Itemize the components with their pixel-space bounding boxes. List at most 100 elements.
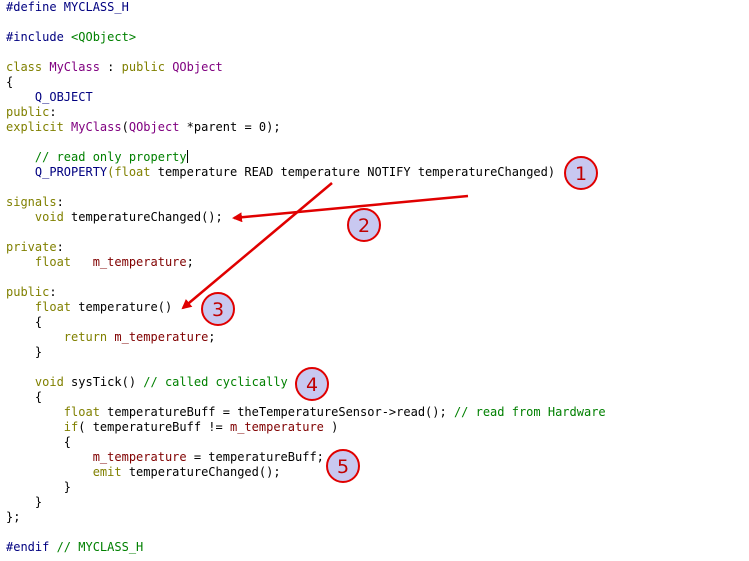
code-token: // read only property — [6, 150, 187, 164]
code-line[interactable]: { — [6, 315, 42, 330]
code-line[interactable]: { — [6, 75, 13, 90]
code-token: { — [6, 390, 43, 404]
code-line[interactable]: // read only property — [6, 150, 188, 165]
code-line[interactable]: void sysTick() // called cyclically — [6, 375, 288, 390]
code-token: MyClass — [49, 60, 100, 74]
code-line[interactable]: { — [6, 435, 71, 450]
code-token: temperatureChanged(); — [71, 210, 223, 224]
code-line[interactable]: signals: — [6, 195, 64, 210]
callout-2-label: 2 — [358, 215, 370, 237]
callout-3-label: 3 — [212, 299, 224, 321]
code-token: float — [6, 300, 79, 314]
code-line[interactable]: emit temperatureChanged(); — [6, 465, 281, 480]
code-token: }; — [6, 510, 21, 524]
code-token: private — [6, 240, 57, 254]
callout-2: 2 — [347, 208, 381, 242]
code-line[interactable]: return m_temperature; — [6, 330, 216, 345]
callout-1: 1 — [564, 156, 598, 190]
callout-5: 5 — [326, 449, 360, 483]
code-line[interactable]: m_temperature = temperatureBuff; — [6, 450, 324, 465]
code-line[interactable]: if( temperatureBuff != m_temperature ) — [6, 420, 339, 435]
code-token: { — [6, 315, 43, 329]
code-token: #define MYCLASS_H — [6, 0, 129, 14]
code-token: if — [6, 420, 79, 434]
code-line[interactable]: float m_temperature; — [6, 255, 194, 270]
code-token: temperature READ temperature NOTIFY temp… — [157, 165, 556, 179]
code-token: (float — [107, 165, 158, 179]
code-token: = temperatureBuff; — [186, 450, 324, 464]
code-line[interactable]: } — [6, 480, 71, 495]
code-token: : — [56, 240, 64, 254]
code-token: { — [6, 435, 72, 449]
code-line[interactable]: float temperature() — [6, 300, 172, 315]
code-token: } — [6, 480, 72, 494]
code-token: class — [6, 60, 50, 74]
code-token: Q_PROPERTY — [6, 165, 108, 179]
code-line[interactable]: class MyClass : public QObject — [6, 60, 223, 75]
code-token: : — [99, 60, 122, 74]
arrow-to-signal — [232, 194, 469, 223]
code-token: m_temperature — [92, 450, 187, 464]
code-line[interactable]: #include <QObject> — [6, 30, 136, 45]
code-line[interactable]: #define MYCLASS_H — [6, 0, 129, 15]
code-token: QObject — [172, 60, 223, 74]
code-token: temperatureBuff = theTemperatureSensor->… — [107, 405, 454, 419]
code-token: temperature() — [78, 300, 173, 314]
code-line[interactable]: void temperatureChanged(); — [6, 210, 223, 225]
code-token: public — [6, 105, 50, 119]
code-token: public — [6, 285, 50, 299]
code-line[interactable]: explicit MyClass(QObject *parent = 0); — [6, 120, 281, 135]
code-token: float — [6, 255, 93, 269]
code-line[interactable]: public: — [6, 285, 57, 300]
callout-3: 3 — [201, 292, 235, 326]
code-token: QObject — [128, 120, 180, 134]
code-token: MyClass — [71, 120, 122, 134]
code-token: ; — [186, 255, 194, 269]
arrow-to-getter — [181, 182, 333, 310]
code-token: #include — [6, 30, 72, 44]
code-token: void — [6, 375, 72, 389]
code-token: m_temperature — [114, 330, 209, 344]
callout-4: 4 — [295, 367, 329, 401]
code-line[interactable]: private: — [6, 240, 64, 255]
code-token: #endif — [6, 540, 57, 554]
code-token: m_temperature — [92, 255, 187, 269]
code-token: m_temperature — [229, 420, 324, 434]
code-token: sysTick() — [71, 375, 144, 389]
code-token: temperatureChanged(); — [128, 465, 281, 479]
code-token: *parent = 0); — [179, 120, 281, 134]
code-line[interactable]: }; — [6, 510, 20, 525]
code-token: // read from Hardware — [453, 405, 606, 419]
code-token: ( temperatureBuff != — [78, 420, 230, 434]
code-token: void — [6, 210, 72, 224]
code-token: ) — [323, 420, 339, 434]
code-token: explicit — [6, 120, 72, 134]
code-line[interactable]: { — [6, 390, 42, 405]
code-token: } — [6, 495, 43, 509]
code-token: : — [56, 195, 64, 209]
code-token: signals — [6, 195, 57, 209]
callout-5-label: 5 — [337, 456, 349, 478]
code-token: // called cyclically — [143, 375, 288, 389]
code-line[interactable]: #endif // MYCLASS_H — [6, 540, 143, 555]
code-line[interactable]: } — [6, 345, 42, 360]
code-token: { — [6, 75, 14, 89]
code-token: return — [6, 330, 115, 344]
code-token: float — [6, 405, 108, 419]
code-line[interactable]: public: — [6, 105, 57, 120]
callout-1-label: 1 — [575, 163, 587, 185]
code-token: <QObject> — [71, 30, 137, 44]
code-token: // MYCLASS_H — [56, 540, 144, 554]
code-line[interactable]: Q_OBJECT — [6, 90, 93, 105]
code-token: public — [121, 60, 173, 74]
code-token: } — [6, 345, 43, 359]
code-line[interactable]: } — [6, 495, 42, 510]
code-token: : — [49, 285, 57, 299]
code-token: Q_OBJECT — [6, 90, 93, 104]
code-line[interactable]: Q_PROPERTY(float temperature READ temper… — [6, 165, 555, 180]
code-line[interactable]: float temperatureBuff = theTemperatureSe… — [6, 405, 606, 420]
text-cursor — [186, 150, 188, 163]
code-token: : — [49, 105, 57, 119]
